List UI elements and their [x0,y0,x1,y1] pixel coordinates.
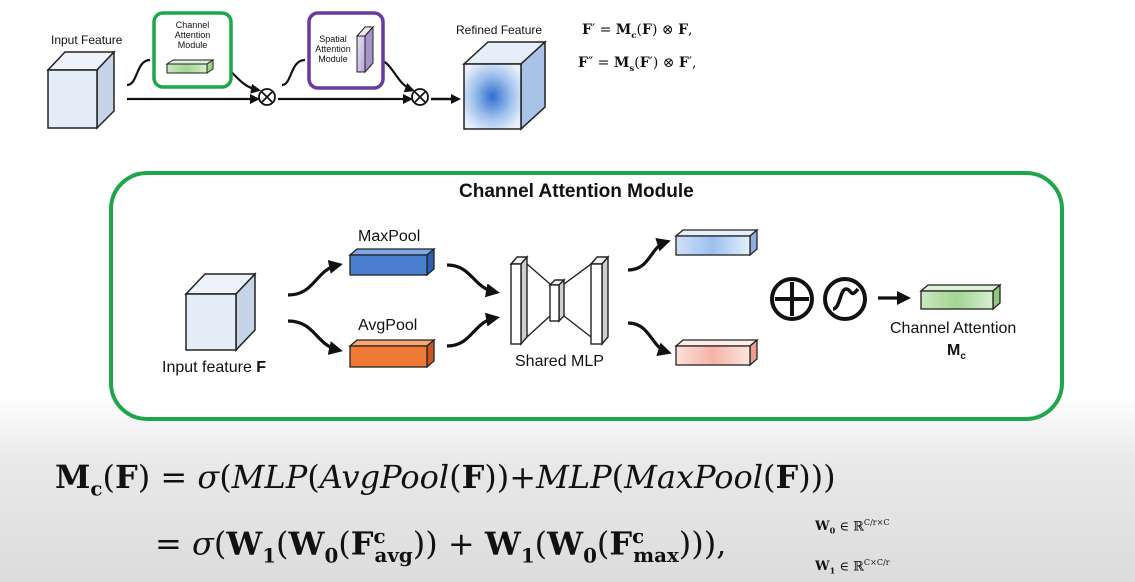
mc-subscript: c [960,351,966,363]
w1-dimension: W1 ∈ ℝC×C/r [815,558,890,576]
input-feature-cube [46,50,116,130]
channel-module-label: Channel Attention Module [158,20,227,50]
multiply-op-2 [411,88,429,106]
cam-frame [109,171,1064,421]
spatial-module-label-line: Spatial [319,34,347,44]
cam-input-text: Input feature [162,359,252,376]
cam-input-label: Input feature F [162,359,266,377]
channel-module-label-line: Attention [174,30,211,40]
formula-line-1: Mc(F) = σ(MLP(AvgPool(F))+MLP(MaxPool(F)… [55,458,836,501]
refined-feature-cube [462,40,547,131]
w0-dimension: W0 ∈ ℝC/r×C [815,518,890,536]
equation-1: F′ = Mc(F) ⊗ F, [582,22,693,41]
equation-2: F″ = Ms(F′) ⊗ F′, [578,55,697,74]
channel-attention-symbol: Mc [947,342,966,362]
maxpool-vector [348,247,436,277]
spatial-module-label-line: Attention [315,44,351,54]
cam-input-cube [184,272,257,352]
cam-input-symbol: F [256,359,267,376]
refined-feature-label: Refined Feature [456,23,543,37]
spatial-module-label-line: Module [318,54,348,64]
channel-attention-label: Channel Attention [890,320,1017,337]
channel-module-label-line: Channel [175,20,210,30]
multiply-op-1 [258,88,276,106]
shared-mlp-network [509,255,610,346]
cam-title: Channel Attention Module [459,181,694,202]
avgpool-vector [348,338,436,369]
channel-module-label-line: Module [177,40,208,50]
avgpool-label: AvgPool [358,317,418,334]
channel-vector-small [165,59,215,74]
mc-symbol: M [947,342,961,359]
sigmoid-op [823,277,867,321]
shared-mlp-label: Shared MLP [515,353,604,370]
input-feature-label: Input Feature [51,33,123,47]
cam-arrows [287,238,911,356]
formula-line-2: = σ(W1(W0(Fcavg)) + W1(W0(Fcmax))), [155,524,727,568]
mlp-out-pink-vector [674,338,759,367]
sum-op [770,277,814,321]
mlp-out-blue-vector [674,228,759,257]
maxpool-label: MaxPool [358,228,421,245]
spatial-module-label: Spatial Attention Module [311,34,355,64]
spatial-map-small [355,25,375,74]
channel-attention-output-vector [919,283,1002,311]
